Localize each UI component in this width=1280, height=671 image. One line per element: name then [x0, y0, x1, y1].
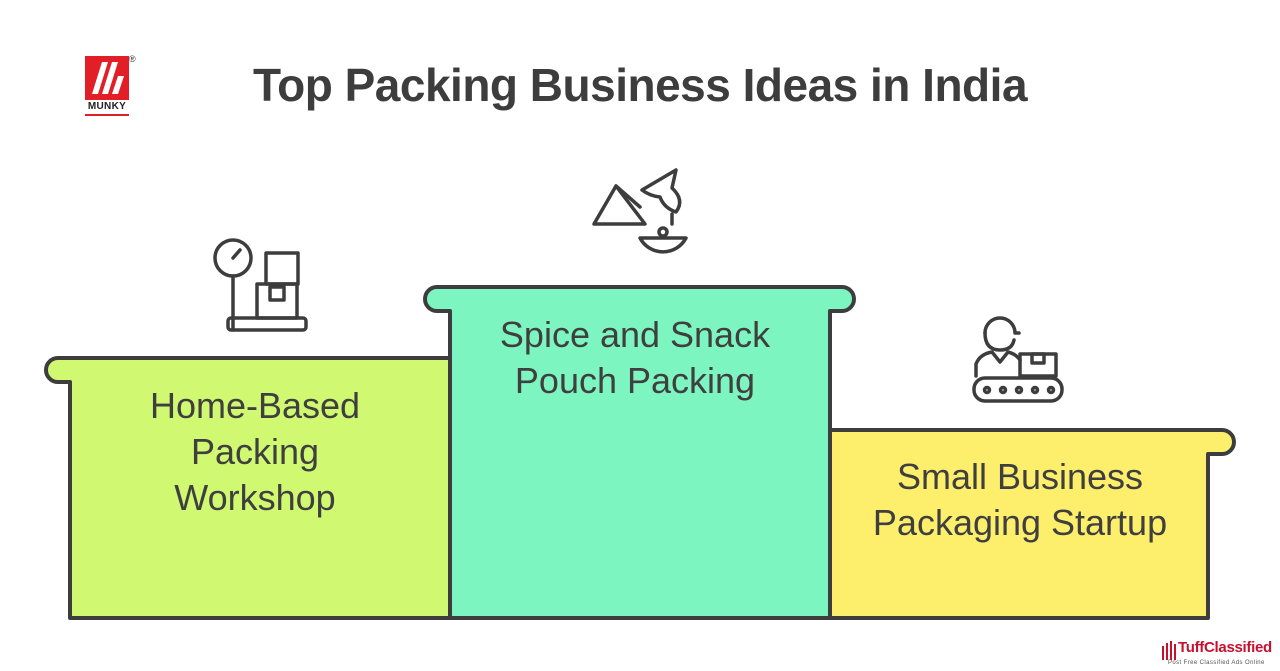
label-line: Packing [190, 431, 320, 472]
munky-logo-icon [85, 56, 129, 116]
spices-bowl-icon [592, 168, 688, 254]
label-line: Home-Based [149, 385, 361, 426]
label-line: Workshop [174, 477, 336, 518]
step-home-based [44, 356, 452, 620]
tuffclassified-bars-icon [1162, 641, 1176, 660]
label-line: Packaging Startup [872, 502, 1168, 543]
logo-registered-mark: ® [129, 54, 136, 64]
step-spice-snack [423, 285, 856, 620]
watermark-name: TuffClassified [1178, 639, 1272, 656]
label-line: Spice and Snack [499, 314, 771, 355]
worker-conveyor-icon [972, 316, 1064, 403]
label-line: Pouch Packing [514, 360, 756, 401]
step-small-business [828, 428, 1236, 620]
page-title: Top Packing Business Ideas in India [252, 59, 1028, 111]
weighing-scale-box-icon [213, 238, 308, 332]
logo-text: MUNKY [87, 101, 127, 112]
step-label-home-based: Home-Based Packing Workshop [80, 383, 430, 521]
watermark-tagline: Post Free Classified Ads Online [1168, 660, 1265, 666]
step-label-spice-snack: Spice and Snack Pouch Packing [455, 312, 815, 404]
step-label-small-business: Small Business Packaging Startup [840, 454, 1200, 546]
label-line: Small Business [896, 456, 1144, 497]
